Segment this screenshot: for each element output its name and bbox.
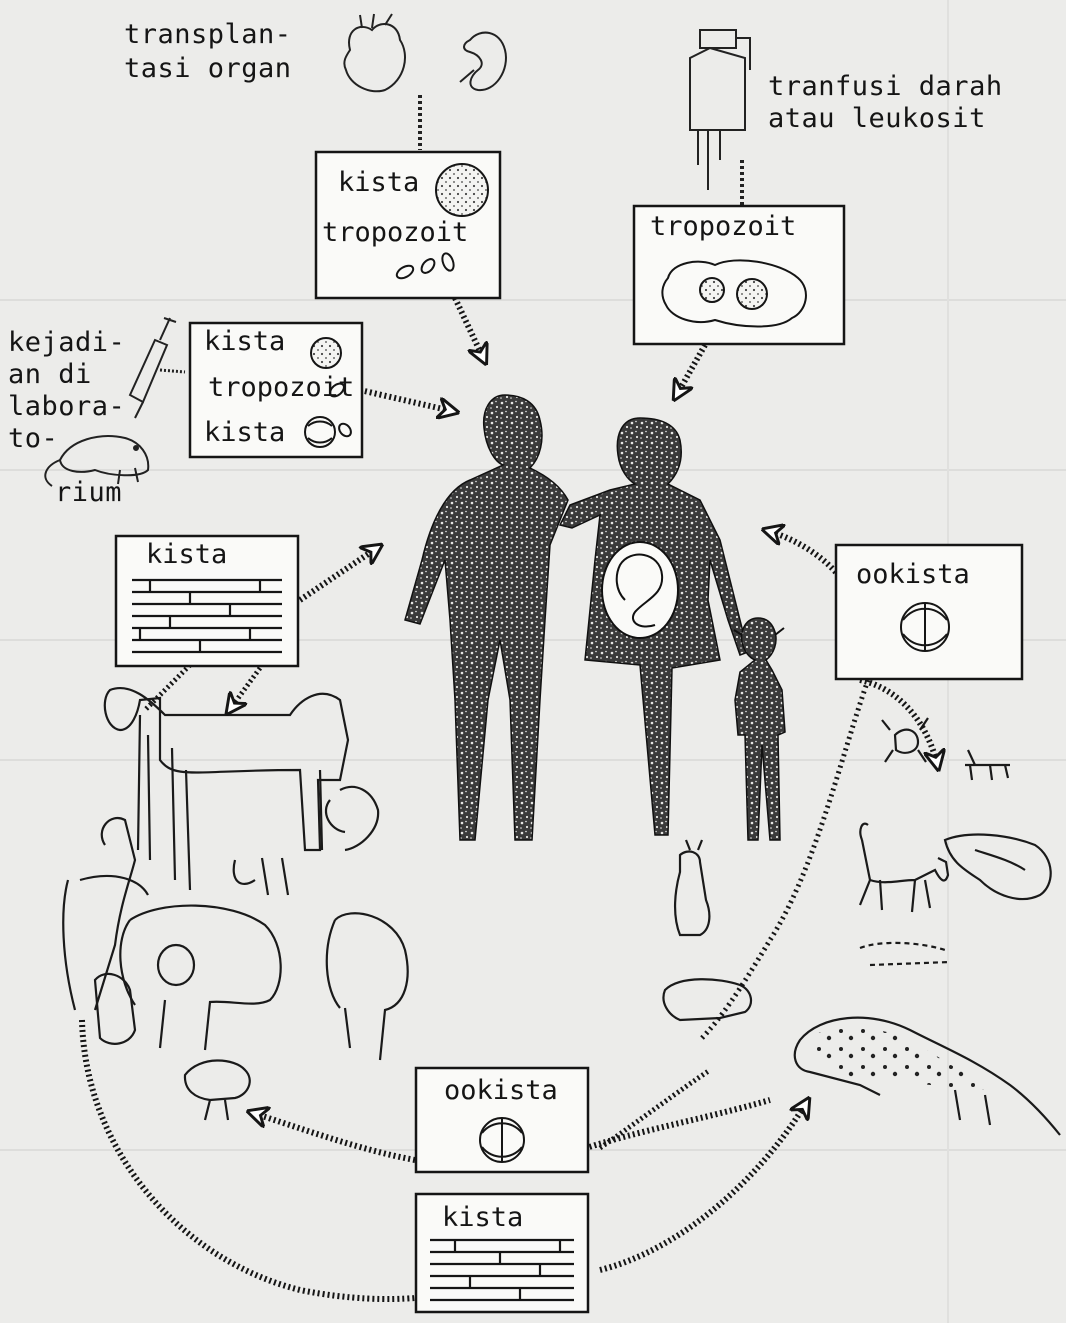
chicken-icon: [185, 1060, 250, 1120]
laboratory-label-line3: labora-: [8, 392, 125, 422]
pig-icon: [120, 906, 280, 1050]
organ-transplant-label-line1: transplan-: [124, 20, 292, 50]
fetus-womb: [602, 542, 678, 638]
cat-sleeping-icon: [945, 835, 1051, 899]
cyst-glyph-lab: [311, 338, 341, 368]
arrow-meat-to-cow: [228, 668, 260, 712]
arrow-right-upward: [600, 1070, 710, 1148]
box-kista-bottom-line1: kista: [442, 1203, 523, 1233]
cat-walking-icon: [860, 824, 948, 912]
box-laboratory-line3: kista: [204, 418, 285, 448]
arrow-transfusion-to-human: [675, 345, 705, 398]
wildcat-icon: [860, 943, 950, 965]
laboratory-label-line5: rium: [55, 478, 122, 508]
arrow-left-loop: [82, 1020, 415, 1299]
box-ookista-right-line1: ookista: [856, 560, 970, 590]
organ-transplant-label-line2: tasi organ: [124, 54, 292, 84]
laboratory-label-line2: an di: [8, 360, 92, 390]
arrow-lab-to-human: [360, 390, 456, 412]
man-figure: [405, 395, 568, 840]
arrow-bottom-to-left: [250, 1112, 415, 1160]
heart-icon: [344, 14, 405, 91]
fly-icon: [965, 750, 1010, 780]
laboratory-label-line1: kejadi-: [8, 328, 125, 358]
syringe-icon: [130, 318, 185, 418]
cat-lying-icon: [663, 979, 751, 1020]
farm-animals: [63, 688, 407, 1120]
felid-animals: [663, 718, 1060, 1135]
laboratory-label-line4: to-: [8, 424, 58, 454]
cyst-glyph: [436, 164, 488, 216]
transfusion-label-line2: atau leukosit: [768, 104, 986, 134]
human-family-figures: [405, 395, 785, 840]
sheep-icon: [105, 688, 348, 850]
box-laboratory-line2: tropozoit: [208, 373, 354, 403]
kidney-icon: [460, 33, 506, 91]
box-laboratory-line1: kista: [204, 327, 285, 357]
transfusion-label-line1: tranfusi darah: [768, 72, 1003, 102]
box-organ-line1: kista: [338, 168, 419, 198]
box-organ-line2: tropozoit: [322, 218, 468, 248]
box-transfusion-line1: tropozoit: [650, 212, 796, 242]
pig2-icon: [327, 913, 408, 1060]
arrow-meat-to-human: [300, 546, 380, 600]
arrow-ookista-down: [700, 680, 868, 1040]
arrow-organ-to-human: [455, 298, 485, 362]
arrow-ookista-to-insects: [860, 680, 938, 768]
cat-small-icon: [95, 974, 135, 1044]
cockroach-icon: [882, 718, 928, 762]
goat-icon: [63, 818, 148, 1010]
box-ookista-bottom-line1: ookista: [444, 1076, 558, 1106]
cat-sitting-icon: [675, 840, 709, 935]
arrow-ocelot: [600, 1100, 808, 1270]
box-meat-line1: kista: [146, 540, 227, 570]
